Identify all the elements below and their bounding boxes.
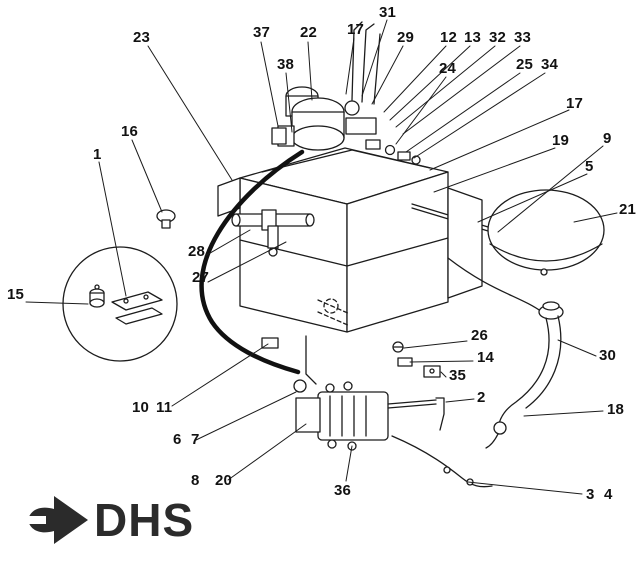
main-hose bbox=[199, 149, 305, 375]
callout-19: 19 bbox=[552, 132, 570, 149]
callout-8: 8 bbox=[191, 472, 200, 489]
callout-1: 1 bbox=[93, 146, 102, 163]
callout-14: 14 bbox=[477, 349, 495, 366]
callout-5: 5 bbox=[585, 158, 594, 175]
valve-block bbox=[293, 341, 445, 451]
dhs-logo: DHS bbox=[24, 494, 194, 546]
leader-lines bbox=[25, 19, 618, 495]
lower-pipe bbox=[391, 435, 493, 488]
callout-4: 4 bbox=[604, 486, 613, 503]
callout-35: 35 bbox=[449, 367, 467, 384]
callout-11: 11 bbox=[156, 399, 173, 416]
callout-3: 3 bbox=[586, 486, 595, 503]
callout-13: 13 bbox=[464, 29, 482, 46]
callout-20: 20 bbox=[215, 472, 233, 489]
callout-37: 37 bbox=[253, 24, 271, 41]
rod bbox=[411, 187, 499, 299]
callout-9: 9 bbox=[603, 130, 612, 147]
callout-34: 34 bbox=[541, 56, 559, 73]
filler-tube bbox=[485, 301, 564, 449]
callout-24: 24 bbox=[439, 60, 457, 77]
pump-assembly bbox=[271, 86, 421, 165]
knob bbox=[156, 209, 176, 229]
dhs-logo-text: DHS bbox=[94, 494, 195, 546]
callout-25: 25 bbox=[516, 56, 534, 73]
callout-10: 10 bbox=[132, 399, 150, 416]
callout-15: 15 bbox=[7, 286, 25, 303]
tank-to-valve-pipe bbox=[261, 298, 351, 385]
callout-32: 32 bbox=[489, 29, 507, 46]
callout-26: 26 bbox=[471, 327, 489, 344]
dhs-arrow-icon bbox=[26, 496, 88, 544]
main-tank bbox=[217, 147, 449, 333]
callout-22: 22 bbox=[300, 24, 318, 41]
callout-17-b: 17 bbox=[566, 95, 584, 112]
callout-27: 27 bbox=[192, 269, 210, 286]
callout-30: 30 bbox=[599, 347, 617, 364]
callout-29: 29 bbox=[397, 29, 415, 46]
callout-12: 12 bbox=[440, 29, 458, 46]
callout-36: 36 bbox=[334, 482, 352, 499]
detail-circle bbox=[62, 246, 178, 362]
callout-2: 2 bbox=[477, 389, 486, 406]
callout-7: 7 bbox=[191, 431, 200, 448]
pancake-reservoir bbox=[487, 189, 605, 276]
callout-18: 18 bbox=[607, 401, 625, 418]
callout-21: 21 bbox=[619, 201, 637, 218]
callout-23: 23 bbox=[133, 29, 151, 46]
callout-17-a: 17 bbox=[347, 21, 365, 38]
callout-16: 16 bbox=[121, 123, 139, 140]
connecting-hose bbox=[447, 257, 543, 313]
callout-28: 28 bbox=[188, 243, 206, 260]
callout-31: 31 bbox=[379, 4, 397, 21]
callout-38: 38 bbox=[277, 56, 295, 73]
callout-6: 6 bbox=[173, 431, 182, 448]
callout-33: 33 bbox=[514, 29, 532, 46]
